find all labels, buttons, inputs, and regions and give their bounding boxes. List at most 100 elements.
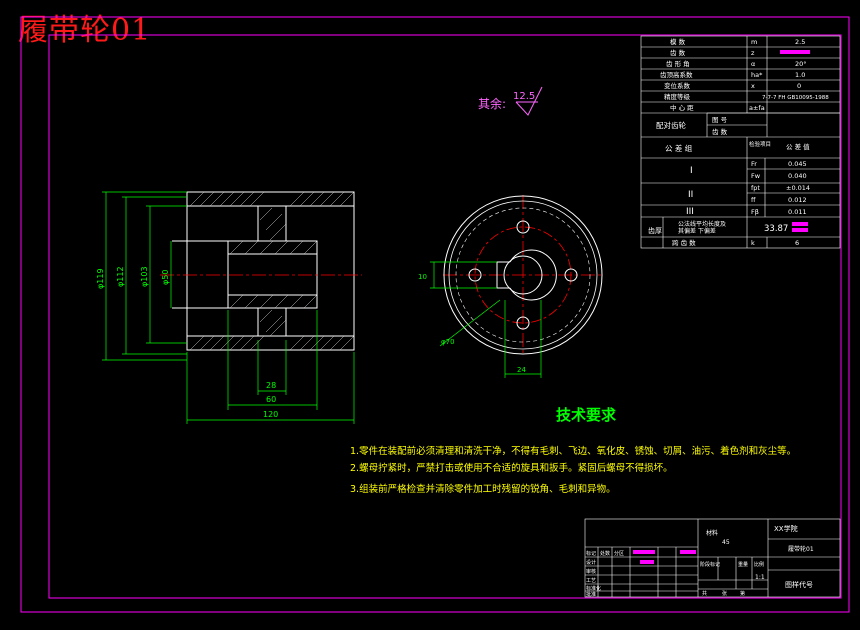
scale-value: 1:1 xyxy=(755,574,765,581)
dim-d119: φ119 xyxy=(96,268,105,289)
bolt-hole xyxy=(564,268,578,282)
tb-label-approve: 批准 xyxy=(586,591,596,598)
dim-w28: 28 xyxy=(266,381,276,390)
tech-req-heading: 技术要求 xyxy=(556,406,617,424)
bore-circle xyxy=(503,255,543,295)
tooth-thickness-label: 齿厚 xyxy=(648,227,662,235)
tb-label-count: 处数 xyxy=(600,550,610,557)
roughness-label: 其余: xyxy=(478,96,506,111)
tech-req-item: 3.组装前严格检查并清除零件加工时残留的锐角、毛刺和异物。 xyxy=(350,483,616,495)
group-0-item-1-sym: Fw xyxy=(751,172,761,180)
material-value: 45 xyxy=(722,539,730,546)
group-0-item-0-val: 0.045 xyxy=(788,160,807,168)
dim-d112: φ112 xyxy=(116,266,125,287)
title-block xyxy=(584,518,841,598)
param-row-0-name: 模 数 xyxy=(670,37,686,46)
dim-d70: φ70 xyxy=(441,338,455,346)
roughness-value: 12.5 xyxy=(513,91,535,102)
param-row-0-sym: m xyxy=(751,38,757,46)
redacted-value-mark xyxy=(640,560,654,564)
tb-label-no: 第 xyxy=(740,590,745,597)
param-row-6-name: 中 心 距 xyxy=(670,103,694,112)
bolt-hole xyxy=(516,316,530,330)
param-row-4-val: 0 xyxy=(797,82,801,90)
span-teeth-label: 跨 齿 数 xyxy=(672,238,696,247)
section-hatching xyxy=(189,191,355,351)
group-1-item-1-val: 0.012 xyxy=(788,196,807,204)
tech-req-item: 2.螺母拧紧时，严禁打击或使用不合适的旋具和扳手。紧固后螺母不得损坏。 xyxy=(350,462,673,474)
param-row-3-name: 齿顶高系数 xyxy=(660,70,693,79)
param-row-4-name: 变位系数 xyxy=(664,81,691,90)
param-row-3-val: 1.0 xyxy=(795,71,805,79)
tolerance-group-label: 公 差 组 xyxy=(665,143,693,153)
mating-sub-0: 图 号 xyxy=(712,116,728,124)
span-teeth-sym: k xyxy=(751,239,755,247)
param-row-1-name: 齿 数 xyxy=(670,48,686,57)
redacted-value-mark xyxy=(780,50,810,54)
drawing-no-label: 图样代号 xyxy=(785,580,813,589)
redacted-value-mark xyxy=(680,550,696,554)
dim-d103: φ103 xyxy=(140,266,149,287)
group-2-item-0-sym: Fβ xyxy=(751,208,759,216)
dim-w60: 60 xyxy=(266,395,276,404)
param-row-6-sym: a±fa xyxy=(749,104,765,112)
tb-label-process: 工艺 xyxy=(586,578,596,584)
tb-label-stage: 阶段标记 xyxy=(700,561,720,568)
bolt-circle xyxy=(474,226,572,324)
parameter-table-text: 模 数 m 2.5 齿 数 z 齿 形 角 α 20° 齿顶高系数 ha* 1.… xyxy=(648,37,829,247)
group-1-label: II xyxy=(688,190,693,200)
bolt-hole xyxy=(468,268,482,282)
group-2-label: III xyxy=(686,207,694,217)
tb-label-standard: 标准化 xyxy=(586,585,601,592)
mating-sub-1: 齿 数 xyxy=(712,127,728,136)
dim-h10: 10 xyxy=(418,273,427,281)
front-dimension-lines xyxy=(430,261,542,378)
dim-w24: 24 xyxy=(517,366,526,374)
redacted-value-mark xyxy=(792,222,808,226)
school-name: XX学院 xyxy=(774,524,798,533)
group-2-item-0-val: 0.011 xyxy=(788,208,807,216)
dim-w120: 120 xyxy=(263,410,278,419)
technical-requirements: 技术要求 1.零件在装配前必须清理和清洗干净，不得有毛刺、飞边、氧化皮、锈蚀、切… xyxy=(350,406,796,495)
material-label: 材料 xyxy=(706,529,718,537)
param-row-5-name: 精度等级 xyxy=(664,92,691,101)
group-0-item-1-val: 0.040 xyxy=(788,172,807,180)
section-dimension-lines xyxy=(102,191,355,424)
tooth-thickness-text2: 其偏差 下偏差 xyxy=(678,227,716,235)
group-0-item-0-sym: Fr xyxy=(751,160,757,168)
group-1-item-0-val: ±0.014 xyxy=(786,184,810,192)
param-row-2-val: 20° xyxy=(795,60,807,68)
tech-req-item: 1.零件在装配前必须清理和清洗干净，不得有毛刺、飞边、氧化皮、锈蚀、切屑、油污、… xyxy=(350,445,796,457)
span-teeth-val: 6 xyxy=(795,239,799,247)
redacted-value-mark xyxy=(633,550,655,554)
parameter-table xyxy=(640,35,841,249)
param-row-5-val: 7-7-7 FH GB10095-1988 xyxy=(762,95,829,101)
param-row-0-val: 2.5 xyxy=(795,38,805,46)
tooth-thickness-text1: 公法线平均长度及 xyxy=(678,220,726,228)
redacted-value-mark xyxy=(792,228,808,232)
section-outline xyxy=(172,191,355,351)
tb-label-total: 共 xyxy=(702,590,707,597)
group-1-item-1-sym: ff xyxy=(751,196,756,204)
rim-circle xyxy=(448,200,598,350)
title-block-text: 材料 45 XX学院 履带轮01 图样代号 1:1 标记 处数 分区 设计 审核… xyxy=(586,524,814,598)
tooth-thickness-value: 33.87 xyxy=(764,224,788,234)
bolt-hole xyxy=(516,220,530,234)
keyway-bore xyxy=(509,249,557,301)
param-row-4-sym: x xyxy=(751,82,755,90)
roughness-symbol: 其余: 12.5 xyxy=(478,86,543,116)
outer-frame xyxy=(20,16,850,613)
param-row-2-sym: α xyxy=(751,60,755,68)
page-title: 履带轮01 xyxy=(18,13,152,48)
inner-frame xyxy=(48,34,842,599)
side-section-view: φ119 φ112 φ103 φ50 28 60 120 xyxy=(96,191,362,424)
tb-label-weight: 重量 xyxy=(738,561,748,568)
tb-label-design: 设计 xyxy=(586,559,596,566)
tolerance-value-label: 公 差 值 xyxy=(786,142,810,151)
check-item-label: 检验项目 xyxy=(749,140,771,148)
tb-label-sheet: 张 xyxy=(722,590,727,597)
part-name: 履带轮01 xyxy=(788,545,814,553)
dim-d50: φ50 xyxy=(161,270,170,285)
group-1-item-0-sym: fpt xyxy=(751,184,760,192)
param-row-3-sym: ha* xyxy=(751,71,763,79)
